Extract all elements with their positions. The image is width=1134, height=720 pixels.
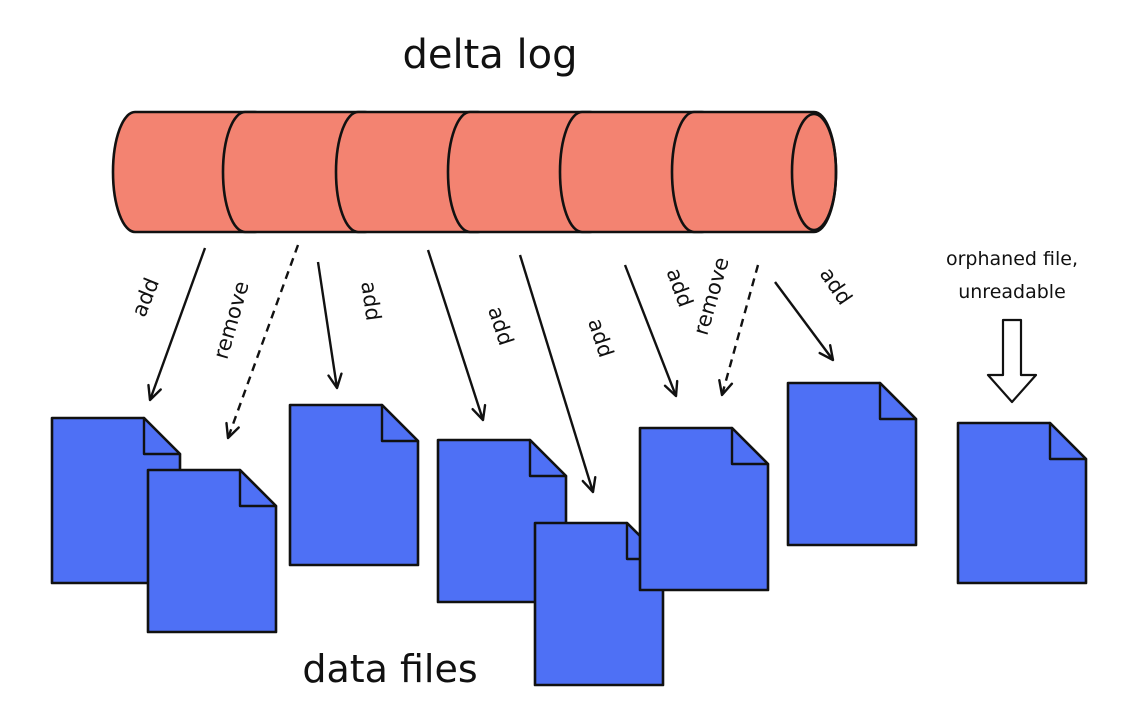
arrow-label: add	[356, 280, 385, 322]
log-segment	[670, 110, 838, 234]
data-file-icon	[786, 381, 918, 547]
arrow-head-icon	[581, 475, 597, 494]
remove-arrow: remove	[209, 244, 300, 440]
add-arrow: add	[774, 263, 857, 362]
arrow-head-icon	[718, 379, 734, 397]
add-arrow: add	[316, 261, 386, 390]
arrow-head-icon	[225, 421, 240, 440]
arrow-head-icon	[663, 379, 679, 398]
arrow-head-icon	[471, 403, 487, 422]
add-arrow: add	[623, 264, 698, 398]
delta-log-cylinder	[111, 110, 838, 234]
add-arrow: add	[426, 249, 518, 422]
orphan-annotation: orphaned file, unreadable	[946, 248, 1078, 404]
arrow-head-icon	[147, 383, 162, 402]
data-file-icon	[638, 426, 770, 592]
orphan-note-line-1: orphaned file,	[946, 248, 1078, 270]
data-file-icon	[956, 421, 1088, 585]
down-arrow-icon	[986, 318, 1038, 404]
arrow-label: add	[662, 265, 698, 310]
data-files	[50, 381, 1088, 687]
add-arrow: add	[127, 247, 207, 402]
arrow-label: add	[127, 275, 164, 321]
diagram-footer: data files	[302, 647, 477, 691]
data-file-icon	[288, 403, 420, 567]
arrow-label: add	[483, 303, 518, 348]
arrow-head-icon	[818, 344, 835, 362]
arrow-label: add	[815, 263, 857, 309]
remove-arrow: remove	[689, 254, 760, 397]
orphan-note-line-2: unreadable	[958, 281, 1066, 303]
diagram-title: delta log	[403, 32, 578, 78]
arrow-label: remove	[209, 278, 254, 361]
arrow-label: add	[583, 315, 618, 360]
data-file-icon	[146, 468, 278, 634]
arrow-head-icon	[327, 372, 343, 390]
